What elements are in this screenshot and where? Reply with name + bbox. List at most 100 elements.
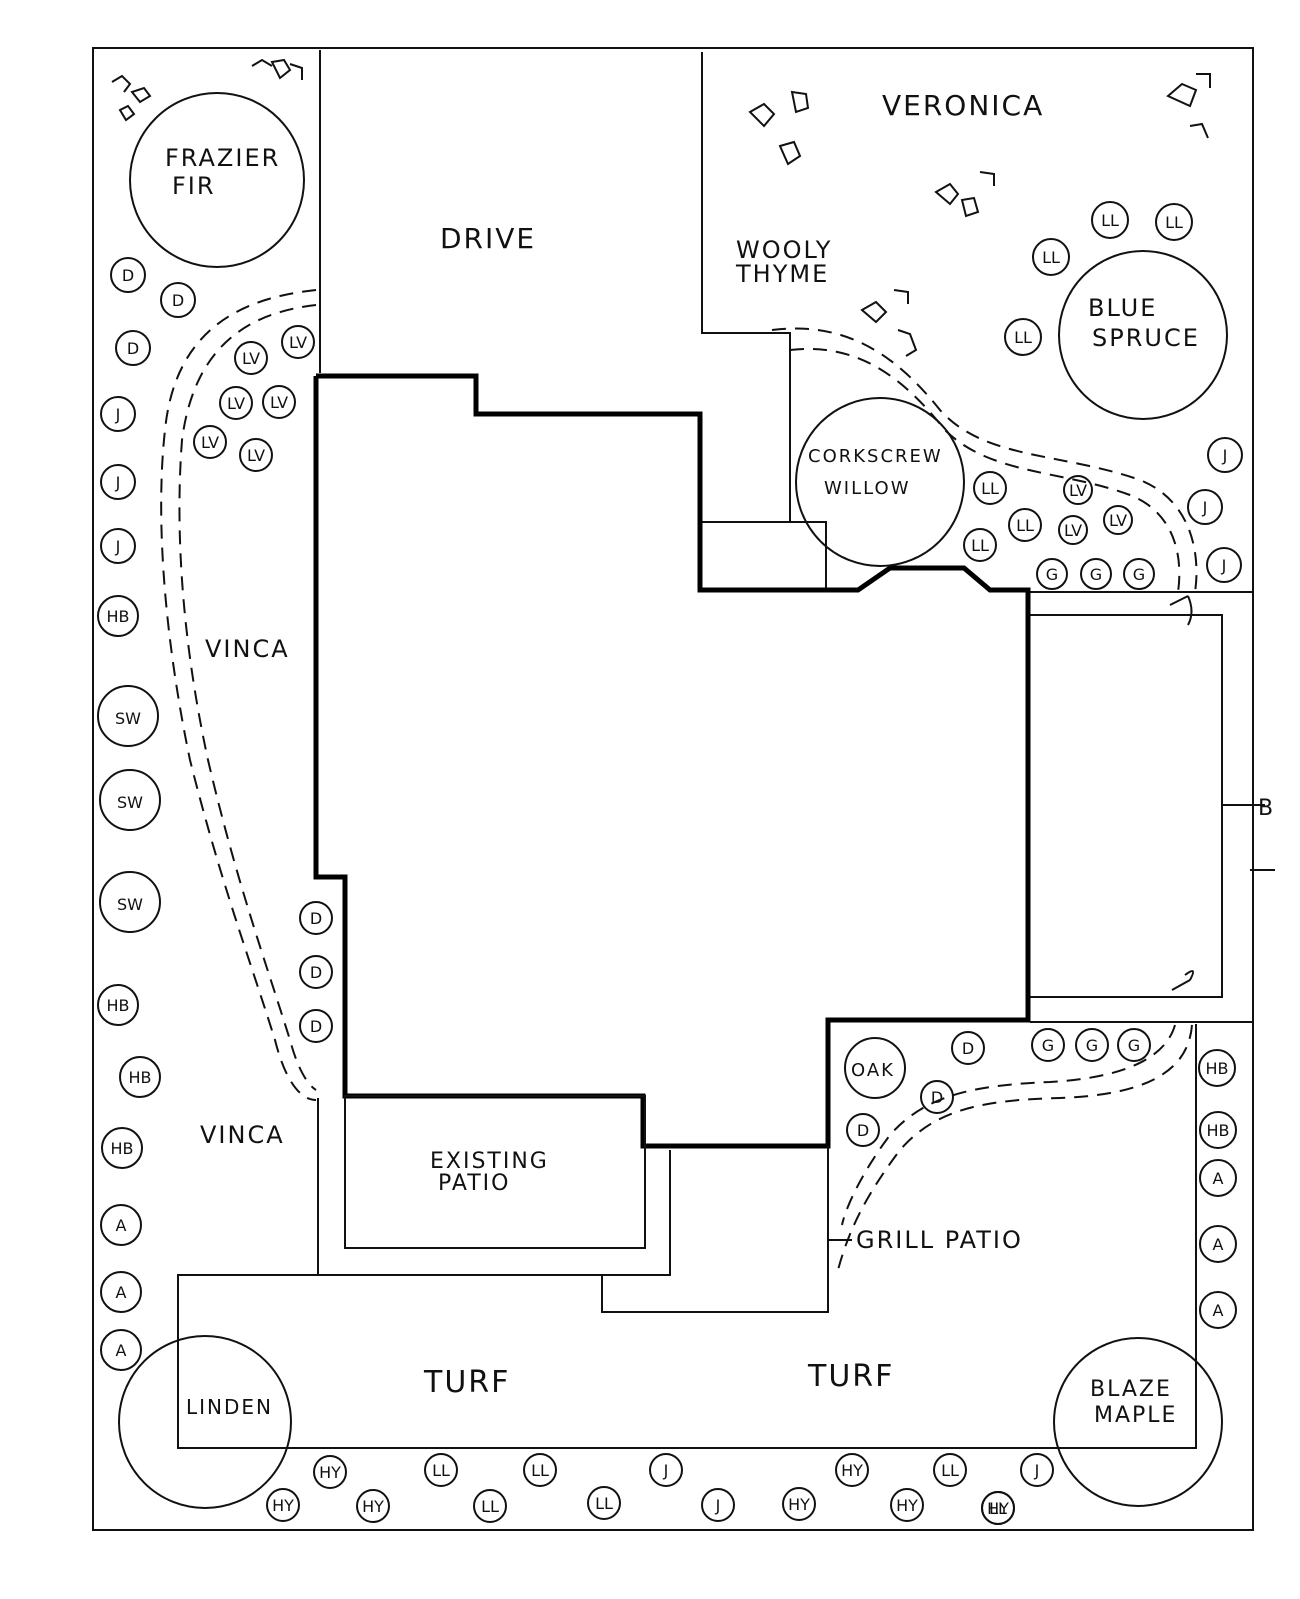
plant-code: LL xyxy=(989,1499,1007,1518)
plant-code: J xyxy=(1202,498,1208,517)
plant-code: J xyxy=(115,405,121,424)
plant-code: HY xyxy=(272,1496,294,1515)
turf-area xyxy=(177,1024,1197,1449)
oak-tree xyxy=(844,1037,906,1099)
plant-circle xyxy=(1155,203,1193,241)
frazier-fir-label-2: FIR xyxy=(172,172,216,200)
plant-a: A xyxy=(100,1329,142,1371)
plant-ll: LL xyxy=(1008,508,1042,542)
wooly-thyme-label-1: WOOLY xyxy=(736,236,832,264)
plant-circle xyxy=(1032,238,1070,276)
plant-j: J xyxy=(100,464,136,500)
plant-circle xyxy=(1080,558,1112,590)
plant-code: A xyxy=(1213,1301,1224,1320)
plant-code: HY xyxy=(896,1496,918,1515)
plant-code: J xyxy=(1222,446,1228,465)
plant-hy: HY xyxy=(782,1487,816,1521)
plant-g: G xyxy=(1117,1028,1151,1062)
plant-circle xyxy=(1207,437,1243,473)
plant-circle xyxy=(99,769,161,831)
plant-sw: SW xyxy=(97,685,159,747)
plant-g: G xyxy=(1036,558,1068,590)
plant-circle xyxy=(1091,201,1129,239)
right-path-inner xyxy=(789,347,1181,593)
plant-circle xyxy=(281,325,315,359)
plant-a: A xyxy=(100,1204,142,1246)
plant-lv: LV xyxy=(1063,475,1093,505)
plant-ll: LL xyxy=(973,471,1007,505)
plant-circle xyxy=(1063,475,1093,505)
plant-code: J xyxy=(715,1496,721,1515)
house-outline xyxy=(313,373,1031,1149)
plant-circle xyxy=(97,984,139,1026)
plant-circle xyxy=(1187,489,1223,525)
linden-tree xyxy=(118,1335,292,1509)
plant-j: J xyxy=(649,1453,683,1487)
plant-ll: LL xyxy=(424,1453,458,1487)
plant-circle xyxy=(951,1031,985,1065)
plant-code: LL xyxy=(1016,516,1034,535)
corkscrew-willow-label-2: WILLOW xyxy=(824,478,911,499)
front-landing xyxy=(700,521,827,590)
plant-circle xyxy=(981,1491,1015,1525)
plant-code: HB xyxy=(1205,1059,1228,1078)
blue-spruce-tree xyxy=(1058,250,1228,420)
plant-code: LL xyxy=(595,1494,613,1513)
plant-code: HB xyxy=(1206,1121,1229,1140)
plant-circle xyxy=(1199,1225,1237,1263)
grill-patio-label: GRILL PATIO xyxy=(856,1226,1023,1254)
plant-code: LL xyxy=(941,1461,959,1480)
plant-circle xyxy=(1199,1291,1237,1329)
plant-circle xyxy=(1103,505,1133,535)
existing-patio-label-2: PATIO xyxy=(438,1171,510,1196)
plant-circle xyxy=(1123,558,1155,590)
plant-circle xyxy=(1199,1111,1237,1149)
plant-circle xyxy=(782,1487,816,1521)
plant-d: D xyxy=(299,1009,333,1043)
turf-left-label: TURF xyxy=(423,1365,510,1400)
plant-circle xyxy=(1199,1159,1237,1197)
plant-circle xyxy=(963,528,997,562)
garage-slab xyxy=(1030,614,1223,998)
plant-sw: SW xyxy=(99,769,161,831)
plant-code: J xyxy=(1034,1461,1040,1480)
plant-hy: HY xyxy=(835,1453,869,1487)
plant-j: J xyxy=(100,396,136,432)
blaze-maple-label-2: MAPLE xyxy=(1094,1403,1177,1428)
plant-a: A xyxy=(1199,1225,1237,1263)
plant-circle xyxy=(101,1127,143,1169)
plant-d: D xyxy=(299,901,333,935)
plant-code: LL xyxy=(1042,248,1060,267)
plant-code: A xyxy=(116,1216,127,1235)
plant-g: G xyxy=(1080,558,1112,590)
plant-circle xyxy=(100,528,136,564)
plant-g: G xyxy=(1075,1028,1109,1062)
plant-circle xyxy=(701,1488,735,1522)
plant-hy: HY xyxy=(266,1488,300,1522)
plant-circle xyxy=(933,1453,967,1487)
plant-code: LL xyxy=(1165,213,1183,232)
plant-j: J xyxy=(701,1488,735,1522)
plant-code: D xyxy=(931,1088,943,1107)
plant-sw: SW xyxy=(99,871,161,933)
plant-code: J xyxy=(1221,556,1227,575)
plant-code: HY xyxy=(987,1499,1009,1518)
plant-a: A xyxy=(1199,1291,1237,1329)
plant-d: D xyxy=(920,1080,954,1114)
plant-code: LV xyxy=(227,394,245,413)
plant-ll: LL xyxy=(1032,238,1070,276)
plant-code: G xyxy=(1128,1036,1140,1055)
plant-j: J xyxy=(100,528,136,564)
plant-circle xyxy=(920,1080,954,1114)
plant-lv: LV xyxy=(281,325,315,359)
plant-code: G xyxy=(1046,565,1058,584)
plant-g: G xyxy=(1031,1028,1065,1062)
plant-code: D xyxy=(172,291,184,310)
plant-code: HY xyxy=(788,1495,810,1514)
groundcover-stones xyxy=(111,58,1211,357)
plant-hb: HB xyxy=(101,1127,143,1169)
plant-code: A xyxy=(1213,1235,1224,1254)
plant-circle xyxy=(1117,1028,1151,1062)
veronica-label: VERONICA xyxy=(882,89,1044,122)
plant-j: J xyxy=(1187,489,1223,525)
